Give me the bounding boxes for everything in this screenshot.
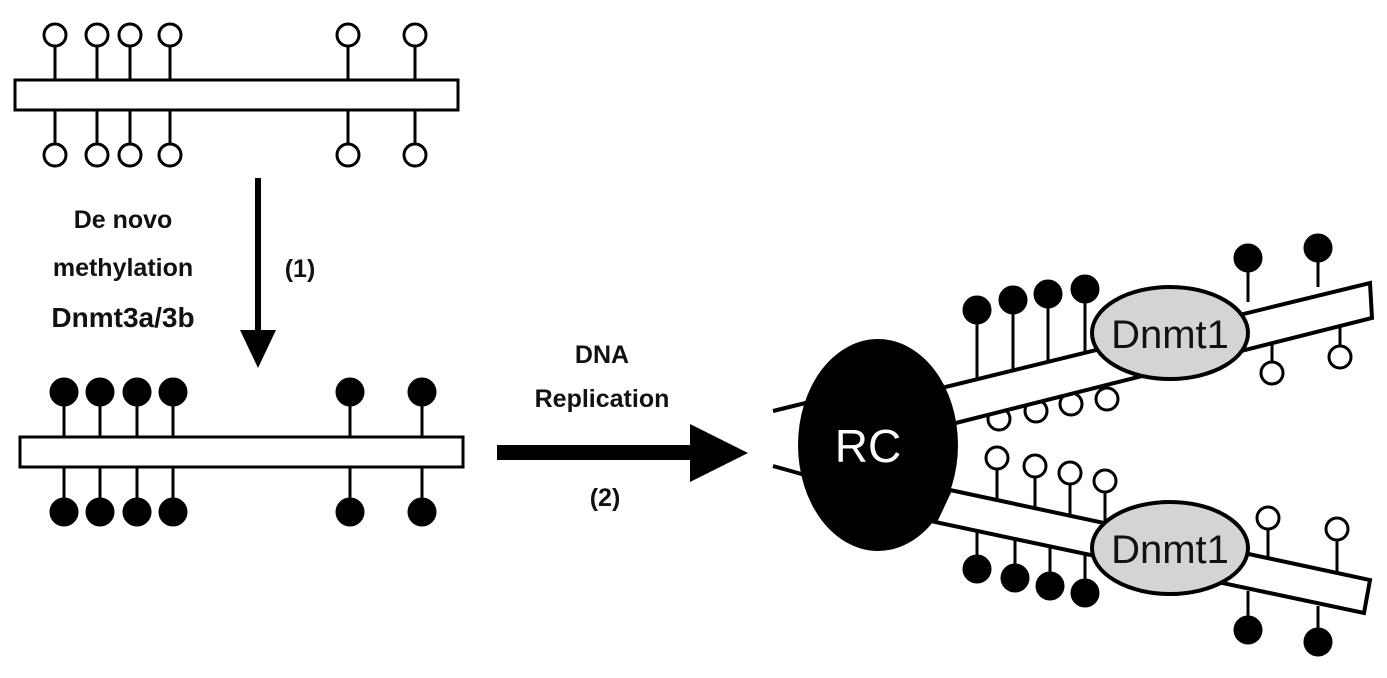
replication-complex [798, 339, 958, 551]
unmethylated-cpg-icon [1094, 386, 1120, 412]
unmethylated-cpg-icon [402, 22, 428, 48]
unmethylated-cpg-icon [1255, 505, 1281, 531]
unmethylated-cpg-icon [42, 22, 68, 48]
methylated-cpg-icon [1303, 627, 1333, 657]
methylated-cpg-icon [49, 377, 79, 407]
methylated-cpg-icon [122, 377, 152, 407]
methylated-cpg-icon [962, 554, 992, 584]
methylated-cpg-icon [158, 377, 188, 407]
dna-strand [18, 435, 465, 469]
step1-enzyme-label: Dnmt3a/3b [51, 302, 194, 333]
unmethylated-cpg-icon [42, 142, 68, 168]
methylated-dna [18, 377, 465, 527]
unmethylated-cpg-icon [84, 22, 110, 48]
unmethylated-cpg-icon [84, 142, 110, 168]
methylated-cpg-icon [1000, 563, 1030, 593]
dnmt1-enzyme [1090, 500, 1250, 596]
step2-label-line1: DNA [575, 341, 629, 369]
unmethylated-cpg-icon [117, 22, 143, 48]
methylated-cpg-icon [85, 497, 115, 527]
unmethylated-cpg-icon [157, 142, 183, 168]
daughter-duplex-top: Dnmt1 [922, 233, 1375, 432]
unmethylated-cpg-icon [1259, 360, 1285, 386]
unmethylated-cpg-icon [1324, 516, 1350, 542]
methylated-cpg-icon [407, 377, 437, 407]
step2-label-line2: Replication [535, 385, 670, 413]
dnmt1-enzyme [1090, 285, 1250, 381]
unmethylated-cpg-icon [157, 22, 183, 48]
unmethylated-cpg-icon [335, 142, 361, 168]
methylated-cpg-icon [335, 377, 365, 407]
unmethylated-cpg-icon [117, 142, 143, 168]
unmethylated-cpg-icon [1022, 453, 1048, 479]
daughter-duplex-bottom: Dnmt1 [932, 445, 1373, 657]
step2-number: (2) [590, 484, 621, 512]
methylated-cpg-icon [122, 497, 152, 527]
replication-complex-label: RC [835, 420, 901, 472]
unmethylated-cpg-icon [984, 445, 1010, 471]
methylated-cpg-icon [1033, 279, 1063, 309]
methylated-cpg-icon [1070, 274, 1100, 304]
dna-strand [13, 78, 460, 112]
unmethylated-cpg-icon [402, 142, 428, 168]
unmethylated-cpg-icon [1092, 468, 1118, 494]
methylated-cpg-icon [1233, 243, 1263, 273]
dnmt1-label-top: Dnmt1 [1111, 313, 1229, 357]
dnmt1-label-bottom: Dnmt1 [1111, 528, 1229, 572]
step1-number: (1) [285, 255, 316, 283]
step2-arrow [497, 424, 748, 482]
methylated-cpg-icon [407, 497, 437, 527]
methylated-cpg-icon [49, 497, 79, 527]
step1-arrow [240, 178, 276, 368]
methylated-cpg-icon [1303, 233, 1333, 263]
methylated-cpg-icon [158, 497, 188, 527]
unmethylated-cpg-icon [1327, 344, 1353, 370]
methylated-cpg-icon [1035, 571, 1065, 601]
methylated-cpg-icon [85, 377, 115, 407]
unmethylated-cpg-icon [1057, 460, 1083, 486]
methylated-cpg-icon [1070, 578, 1100, 608]
unmethylated-dna [13, 22, 460, 168]
methylated-cpg-icon [962, 295, 992, 325]
methylated-cpg-icon [1233, 615, 1263, 645]
methylated-cpg-icon [335, 497, 365, 527]
unmethylated-cpg-icon [335, 22, 361, 48]
methylated-cpg-icon [998, 285, 1028, 315]
step1-label-line2: methylation [53, 254, 193, 282]
step1-label-line1: De novo [74, 206, 173, 234]
